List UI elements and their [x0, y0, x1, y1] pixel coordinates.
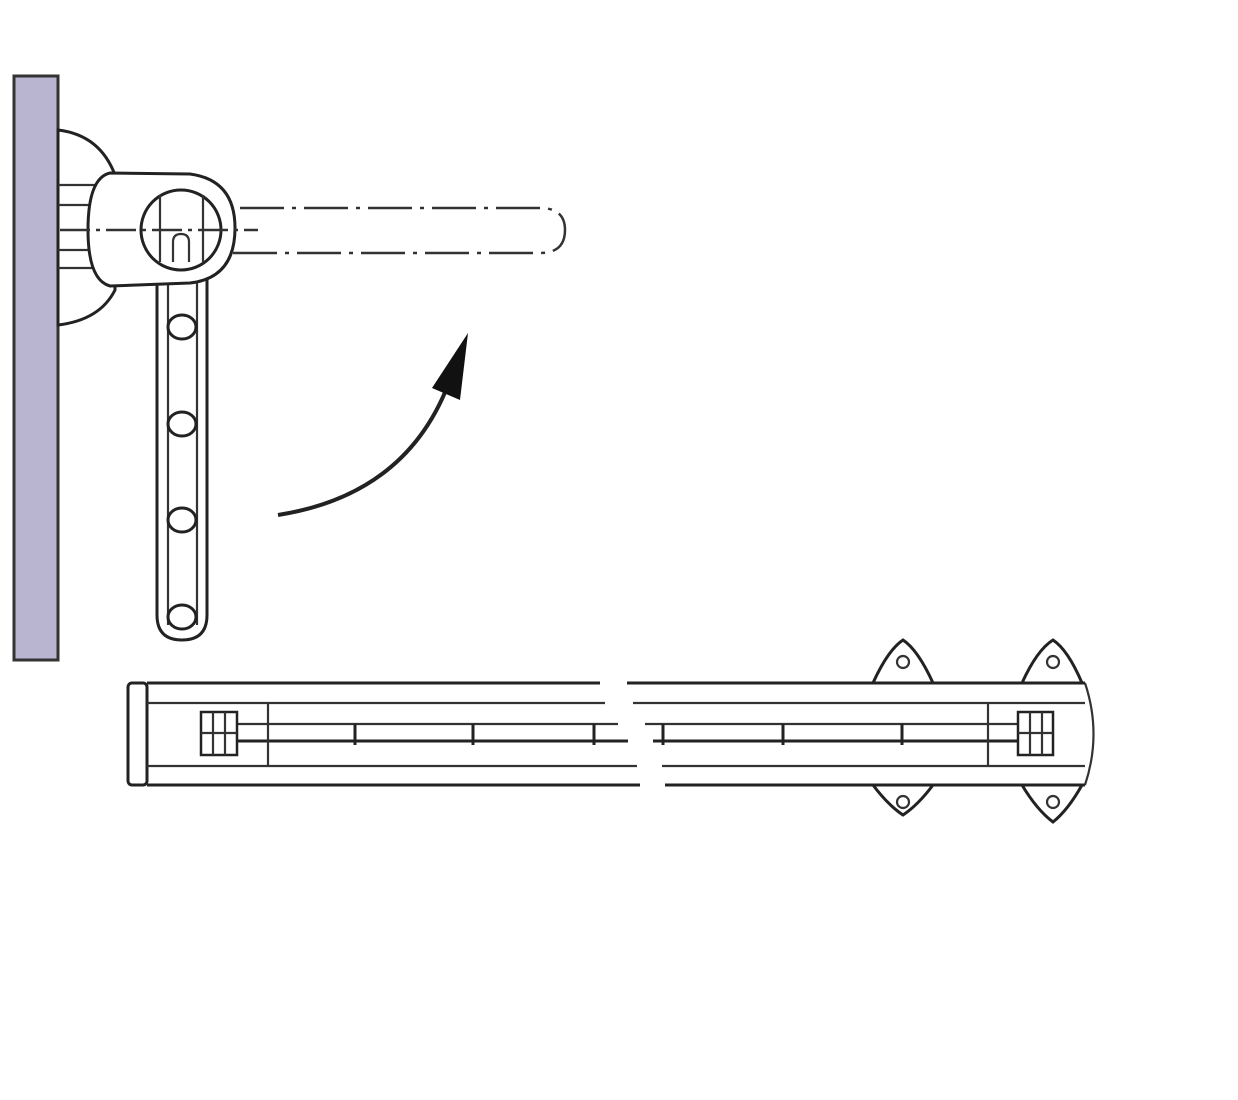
arm-slot [171, 232, 191, 262]
nut-right [1016, 710, 1055, 757]
rod-ticks [353, 724, 904, 745]
wall [12, 74, 60, 662]
arm-extended-position [225, 206, 567, 255]
top-view [126, 638, 1095, 824]
right-end-cap [1083, 682, 1095, 786]
arm-hole [166, 603, 198, 631]
arm-hole [166, 506, 198, 534]
arrow-head-icon [432, 333, 468, 400]
rotation-arrow-icon [277, 384, 450, 517]
mounting-ears [869, 638, 1085, 824]
side-view [12, 74, 567, 662]
arm-hole [166, 410, 198, 438]
vertical-arm [155, 268, 209, 642]
bar-outline [147, 681, 1085, 787]
nut-left [199, 710, 239, 757]
left-end-cap [126, 681, 149, 787]
arm-hole [166, 313, 198, 341]
